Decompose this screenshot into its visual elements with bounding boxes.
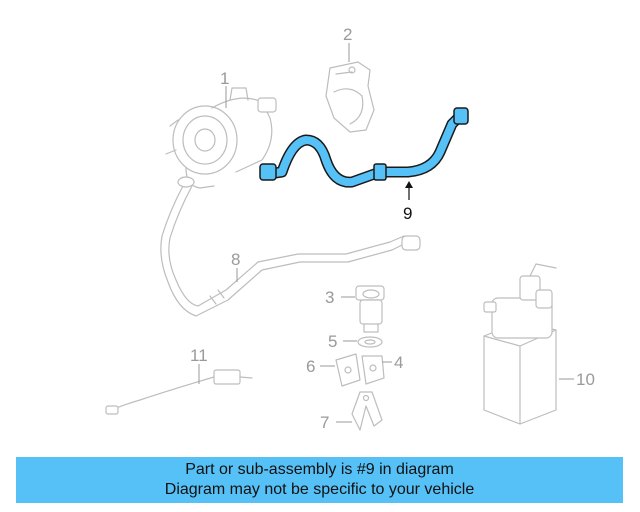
callout-9: 9 — [403, 204, 412, 223]
callout-2: 2 — [343, 25, 352, 44]
callout-6: 6 — [306, 357, 315, 376]
part-9-hose — [259, 107, 469, 188]
callout-5: 5 — [328, 332, 337, 351]
callout-7: 7 — [320, 413, 329, 432]
callout-3: 3 — [325, 288, 334, 307]
callout-8: 8 — [231, 250, 240, 269]
part-8-pipe — [160, 176, 421, 317]
part-7-bracket — [351, 391, 383, 431]
banner-line-2: Diagram may not be specific to your vehi… — [164, 481, 475, 498]
parts-diagram: 1 2 9 8 3 5 — [105, 25, 595, 432]
callout-1: 1 — [220, 69, 229, 88]
info-banner: Part or sub-assembly is #9 in diagram Di… — [16, 457, 623, 503]
callout-11: 11 — [190, 346, 208, 365]
callout-4: 4 — [394, 353, 403, 372]
part-11-sensor — [105, 369, 253, 415]
part-4-plate — [361, 355, 385, 385]
callout-10: 10 — [576, 370, 595, 389]
part-2-bracket — [325, 61, 375, 133]
banner-line-1: Part or sub-assembly is #9 in diagram — [185, 461, 454, 478]
part-10-canister — [483, 263, 557, 425]
part-3-valve — [355, 285, 385, 333]
part-5-gasket — [357, 336, 383, 348]
leader-9-arrow — [405, 181, 413, 188]
part-6-plate — [335, 353, 361, 387]
